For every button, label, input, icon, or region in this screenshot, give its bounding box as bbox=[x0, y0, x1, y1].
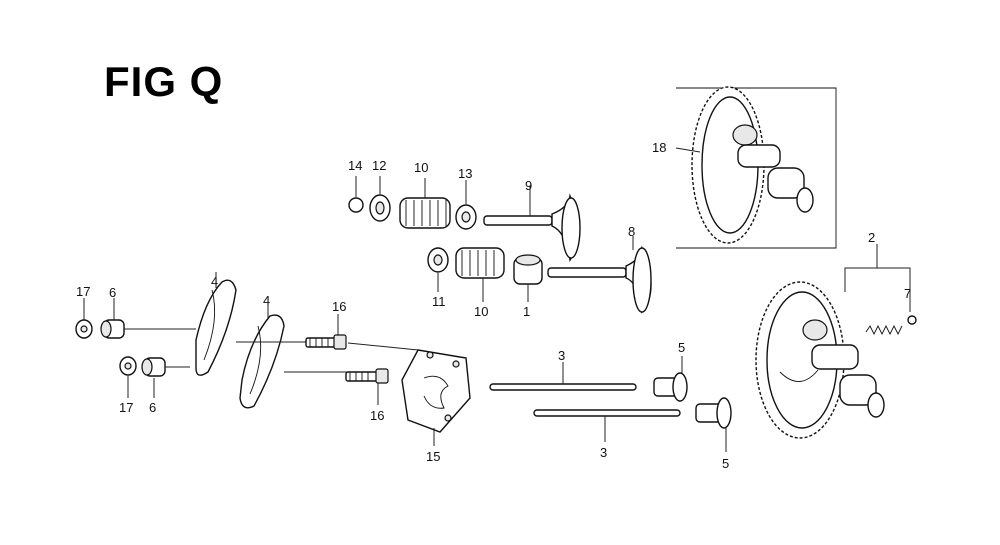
valve-9 bbox=[483, 193, 581, 262]
callout-4-right: 4 bbox=[263, 293, 270, 308]
callout-6-lower: 6 bbox=[149, 400, 156, 415]
camshaft-gear-2 bbox=[755, 281, 885, 439]
stud-16-upper bbox=[305, 334, 347, 350]
callout-3-upper: 3 bbox=[558, 348, 565, 363]
callout-16-lower: 16 bbox=[370, 408, 384, 423]
callout-4-left: 4 bbox=[211, 274, 218, 289]
rocker-arm-4-right bbox=[239, 314, 285, 409]
nut-17-lower bbox=[119, 356, 137, 376]
valve-8 bbox=[547, 245, 652, 314]
callout-15: 15 bbox=[426, 449, 440, 464]
callout-9: 9 bbox=[525, 178, 532, 193]
rocker-arm-4-left bbox=[195, 279, 237, 376]
callout-6-upper: 6 bbox=[109, 285, 116, 300]
push-rod-3-upper bbox=[489, 383, 637, 391]
pivot-6-lower bbox=[141, 357, 166, 377]
callout-10-lower: 10 bbox=[474, 304, 488, 319]
callout-1: 1 bbox=[523, 304, 530, 319]
callout-16-upper: 16 bbox=[332, 299, 346, 314]
callout-12: 12 bbox=[372, 158, 386, 173]
callout-13: 13 bbox=[458, 166, 472, 181]
tappet-5-upper bbox=[653, 372, 688, 402]
inset-frame bbox=[676, 87, 837, 249]
callout-2: 2 bbox=[868, 230, 875, 245]
valve-seal-1 bbox=[513, 254, 543, 285]
callout-7: 7 bbox=[904, 286, 911, 301]
retainer-13 bbox=[455, 204, 477, 230]
callout-8: 8 bbox=[628, 224, 635, 239]
bracket-2 bbox=[844, 267, 911, 292]
retainer-11 bbox=[427, 247, 449, 273]
callout-14: 14 bbox=[348, 158, 362, 173]
valve-spring-10-lower bbox=[455, 247, 505, 279]
figure-title: FIG Q bbox=[104, 58, 224, 105]
callout-18: 18 bbox=[652, 140, 666, 155]
callout-5-lower: 5 bbox=[722, 456, 729, 471]
callout-17-upper: 17 bbox=[76, 284, 90, 299]
nut-17-upper bbox=[75, 319, 93, 339]
spring-7 bbox=[865, 315, 917, 336]
callout-3-lower: 3 bbox=[600, 445, 607, 460]
valve-spring-10-upper bbox=[399, 197, 451, 229]
callout-10-upper: 10 bbox=[414, 160, 428, 175]
callout-5-upper: 5 bbox=[678, 340, 685, 355]
pivot-6-upper bbox=[100, 319, 125, 339]
callout-11: 11 bbox=[432, 294, 446, 309]
camshaft-gear-18 bbox=[675, 86, 814, 244]
push-rod-3-lower bbox=[533, 409, 681, 417]
callout-17-lower: 17 bbox=[119, 400, 133, 415]
cap-14 bbox=[348, 197, 364, 213]
tappet-5-lower bbox=[695, 397, 732, 429]
guide-plate-15 bbox=[401, 349, 471, 433]
stud-16-lower bbox=[345, 368, 389, 384]
retainer-12 bbox=[369, 194, 391, 222]
